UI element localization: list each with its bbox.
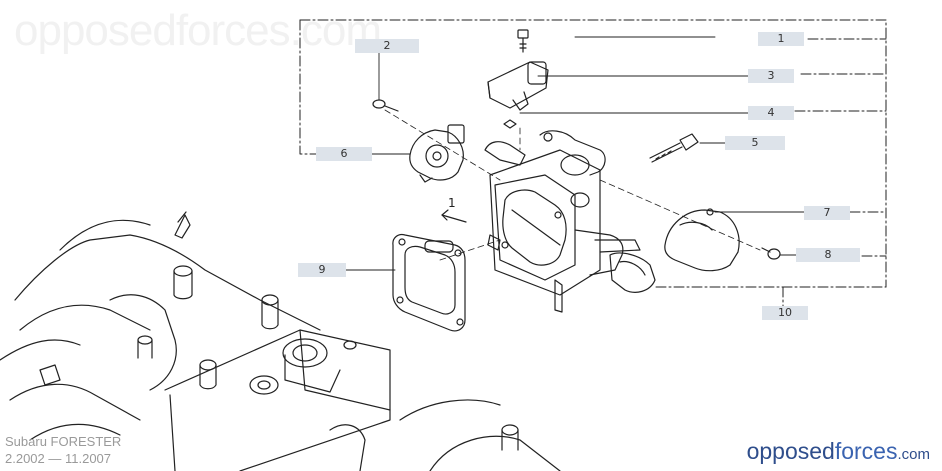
callout-4: 4 [748, 106, 794, 120]
model-name: Subaru FORESTER [5, 434, 122, 449]
sensor-7 [664, 208, 740, 272]
front-arrow-glyph [174, 211, 191, 239]
intake-manifold [0, 219, 561, 471]
callout-7: 7 [804, 206, 850, 220]
callout-10: 10 [762, 306, 808, 320]
bolt-1 [517, 29, 529, 53]
callout-1: 1 [758, 32, 804, 46]
assembly-bracket [299, 19, 887, 307]
sensor-6 [409, 124, 465, 183]
arrow-label: 1 [448, 196, 456, 210]
assembly-axes [384, 109, 761, 261]
leader-lines [345, 36, 805, 271]
callout-6: 6 [316, 147, 372, 161]
gasket-9 [392, 233, 466, 332]
brand-logo[interactable]: opposedforces.com [747, 438, 930, 465]
brand-part-2: forces [834, 438, 898, 464]
throttle-body [484, 130, 656, 313]
brand-part-1: opposed [746, 438, 835, 464]
screw-8 [761, 247, 781, 260]
model-years: 2.2002 — 11.2007 [5, 451, 112, 466]
brand-part-3: .com [897, 446, 930, 463]
direction-arrow [441, 209, 467, 223]
o-ring-4 [503, 119, 517, 129]
sensor-3 [487, 61, 549, 111]
callout-5: 5 [725, 136, 785, 150]
screw-2 [372, 99, 399, 112]
bolt-5 [649, 133, 699, 163]
callout-8: 8 [796, 248, 860, 262]
callout-9: 9 [298, 263, 346, 277]
callout-3: 3 [748, 69, 794, 83]
model-footer: Subaru FORESTER 2.2002 — 11.2007 [5, 433, 121, 467]
callout-2: 2 [355, 39, 419, 53]
watermark-top: opposedforces.com [14, 6, 382, 55]
